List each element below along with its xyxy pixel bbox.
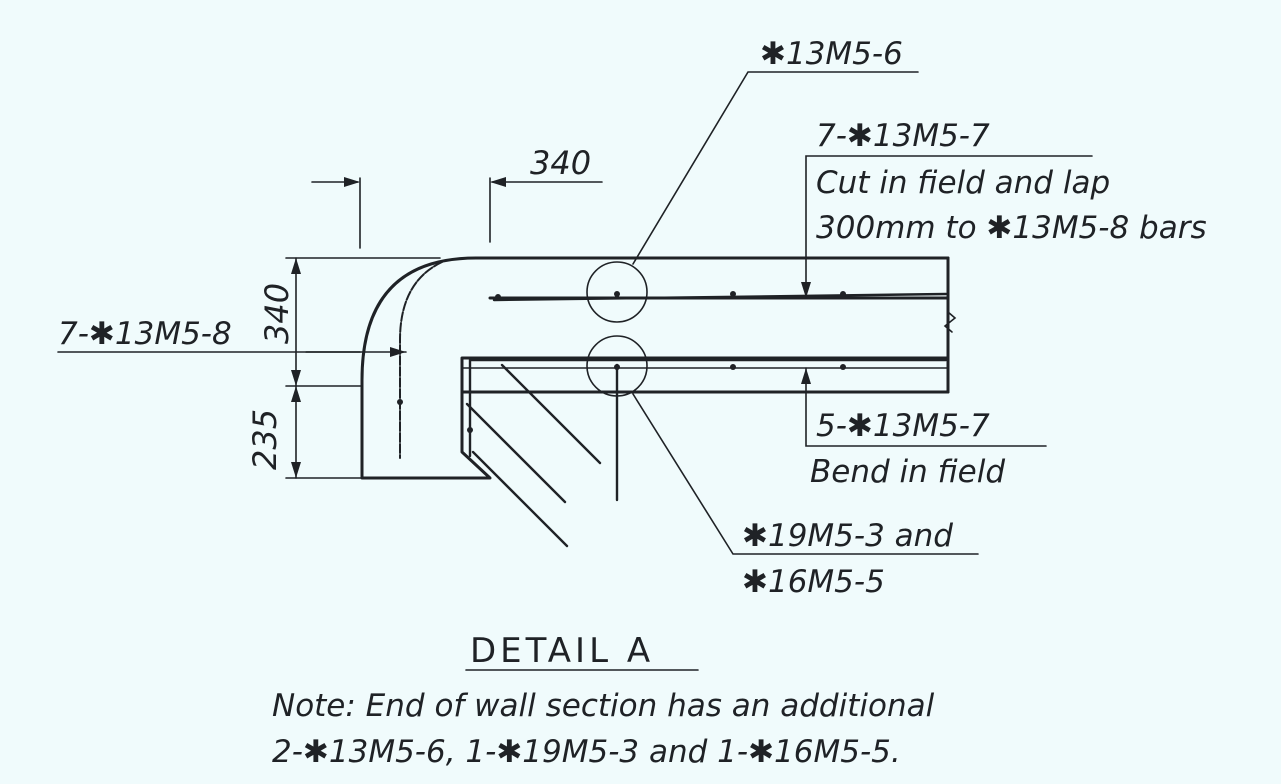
label-16m5-5: ✱16M5-5 (742, 564, 885, 600)
diagonal-bar-1 (500, 363, 602, 465)
leader-5-13m5-7 (805, 367, 1047, 447)
note-line-1: Note: End of wall section has an additio… (272, 688, 935, 724)
note-line-2: 2-✱13M5-6, 1-✱19M5-3 and 1-✱16M5-5. (272, 734, 901, 770)
label-7-13m5-7: 7-✱13M5-7 (816, 118, 990, 154)
bar-dots (397, 291, 846, 433)
detail-title: DETAIL A (470, 631, 654, 671)
dimension-left (285, 257, 441, 479)
label-7-13m5-8: 7-✱13M5-8 (58, 316, 232, 352)
detail-circle-top (586, 261, 648, 323)
corner-bar-13m5-8 (399, 261, 443, 459)
diagonal-bar-2 (465, 402, 567, 504)
detail-circle-bottom (586, 335, 648, 397)
label-19m5-3: ✱19M5-3 and (742, 518, 953, 554)
wall-outer-outline (360, 256, 950, 480)
label-bend-note: Bend in field (810, 454, 1005, 490)
leader-13m5-6 (632, 71, 919, 265)
break-symbol (943, 311, 957, 333)
label-cut-note-1: Cut in field and lap (816, 165, 1110, 201)
dimension-top (311, 177, 603, 249)
label-cut-note-2: 300mm to ✱13M5-8 bars (816, 210, 1207, 246)
diagonal-bar-3 (471, 450, 569, 548)
label-13m5-6: ✱13M5-6 (760, 36, 903, 72)
top-bar-13m5-7 (492, 292, 948, 302)
leader-7-13m5-7 (805, 155, 1093, 299)
dimension-top-value: 340 (530, 144, 591, 182)
label-5-13m5-7: 5-✱13M5-7 (816, 408, 990, 444)
leader-19m5-3 (632, 393, 979, 555)
dimension-left-upper-value: 340 (258, 283, 296, 344)
inner-bar-13m5-7 (468, 358, 948, 458)
dimension-left-lower-value: 235 (246, 409, 284, 470)
